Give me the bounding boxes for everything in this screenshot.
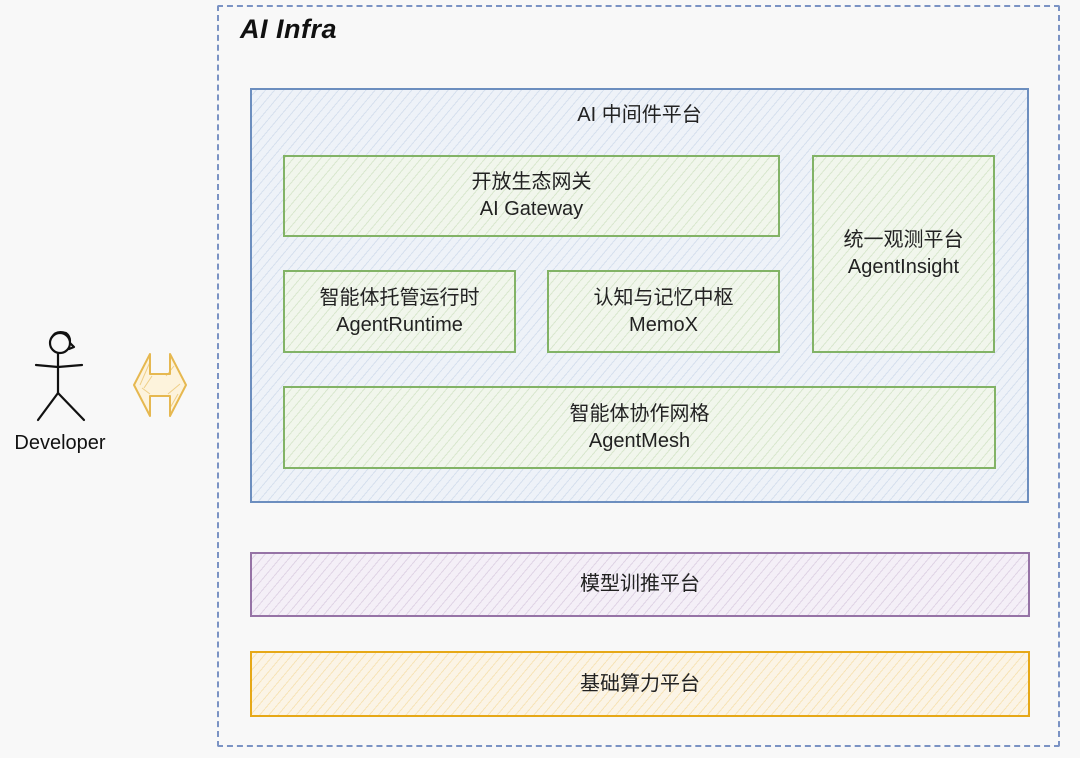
- mesh-en: AgentMesh: [588, 429, 691, 452]
- mesh-box: 智能体协作网格 AgentMesh: [283, 386, 996, 469]
- gateway-en: AI Gateway: [479, 198, 584, 220]
- developer-label: Developer: [14, 432, 106, 454]
- runtime-box: 智能体托管运行时 AgentRuntime: [283, 270, 516, 353]
- gateway-zh: 开放生态网关: [471, 171, 592, 193]
- training-platform: 模型训推平台: [250, 552, 1030, 617]
- compute-platform: 基础算力平台: [250, 651, 1030, 717]
- insight-en: AgentInsight: [847, 256, 960, 278]
- double-arrow-icon: [133, 353, 187, 417]
- runtime-zh: 智能体托管运行时: [319, 286, 480, 309]
- insight-zh: 统一观测平台: [843, 229, 964, 251]
- memo-zh: 认知与记忆中枢: [593, 286, 734, 309]
- insight-box: 统一观测平台 AgentInsight: [812, 155, 995, 353]
- memo-box: 认知与记忆中枢 MemoX: [547, 270, 780, 353]
- gateway-box: 开放生态网关 AI Gateway: [283, 155, 780, 237]
- stick-figure-icon: [34, 331, 86, 422]
- ai-infra-title: AI Infra: [240, 14, 338, 44]
- training-label: 模型训推平台: [580, 573, 700, 595]
- runtime-en: AgentRuntime: [336, 313, 463, 336]
- middleware-title: AI 中间件平台: [577, 104, 702, 126]
- compute-label: 基础算力平台: [580, 672, 700, 695]
- memo-en: MemoX: [629, 313, 698, 336]
- ai-infra-container: [217, 5, 1060, 747]
- mesh-zh: 智能体协作网格: [569, 402, 710, 425]
